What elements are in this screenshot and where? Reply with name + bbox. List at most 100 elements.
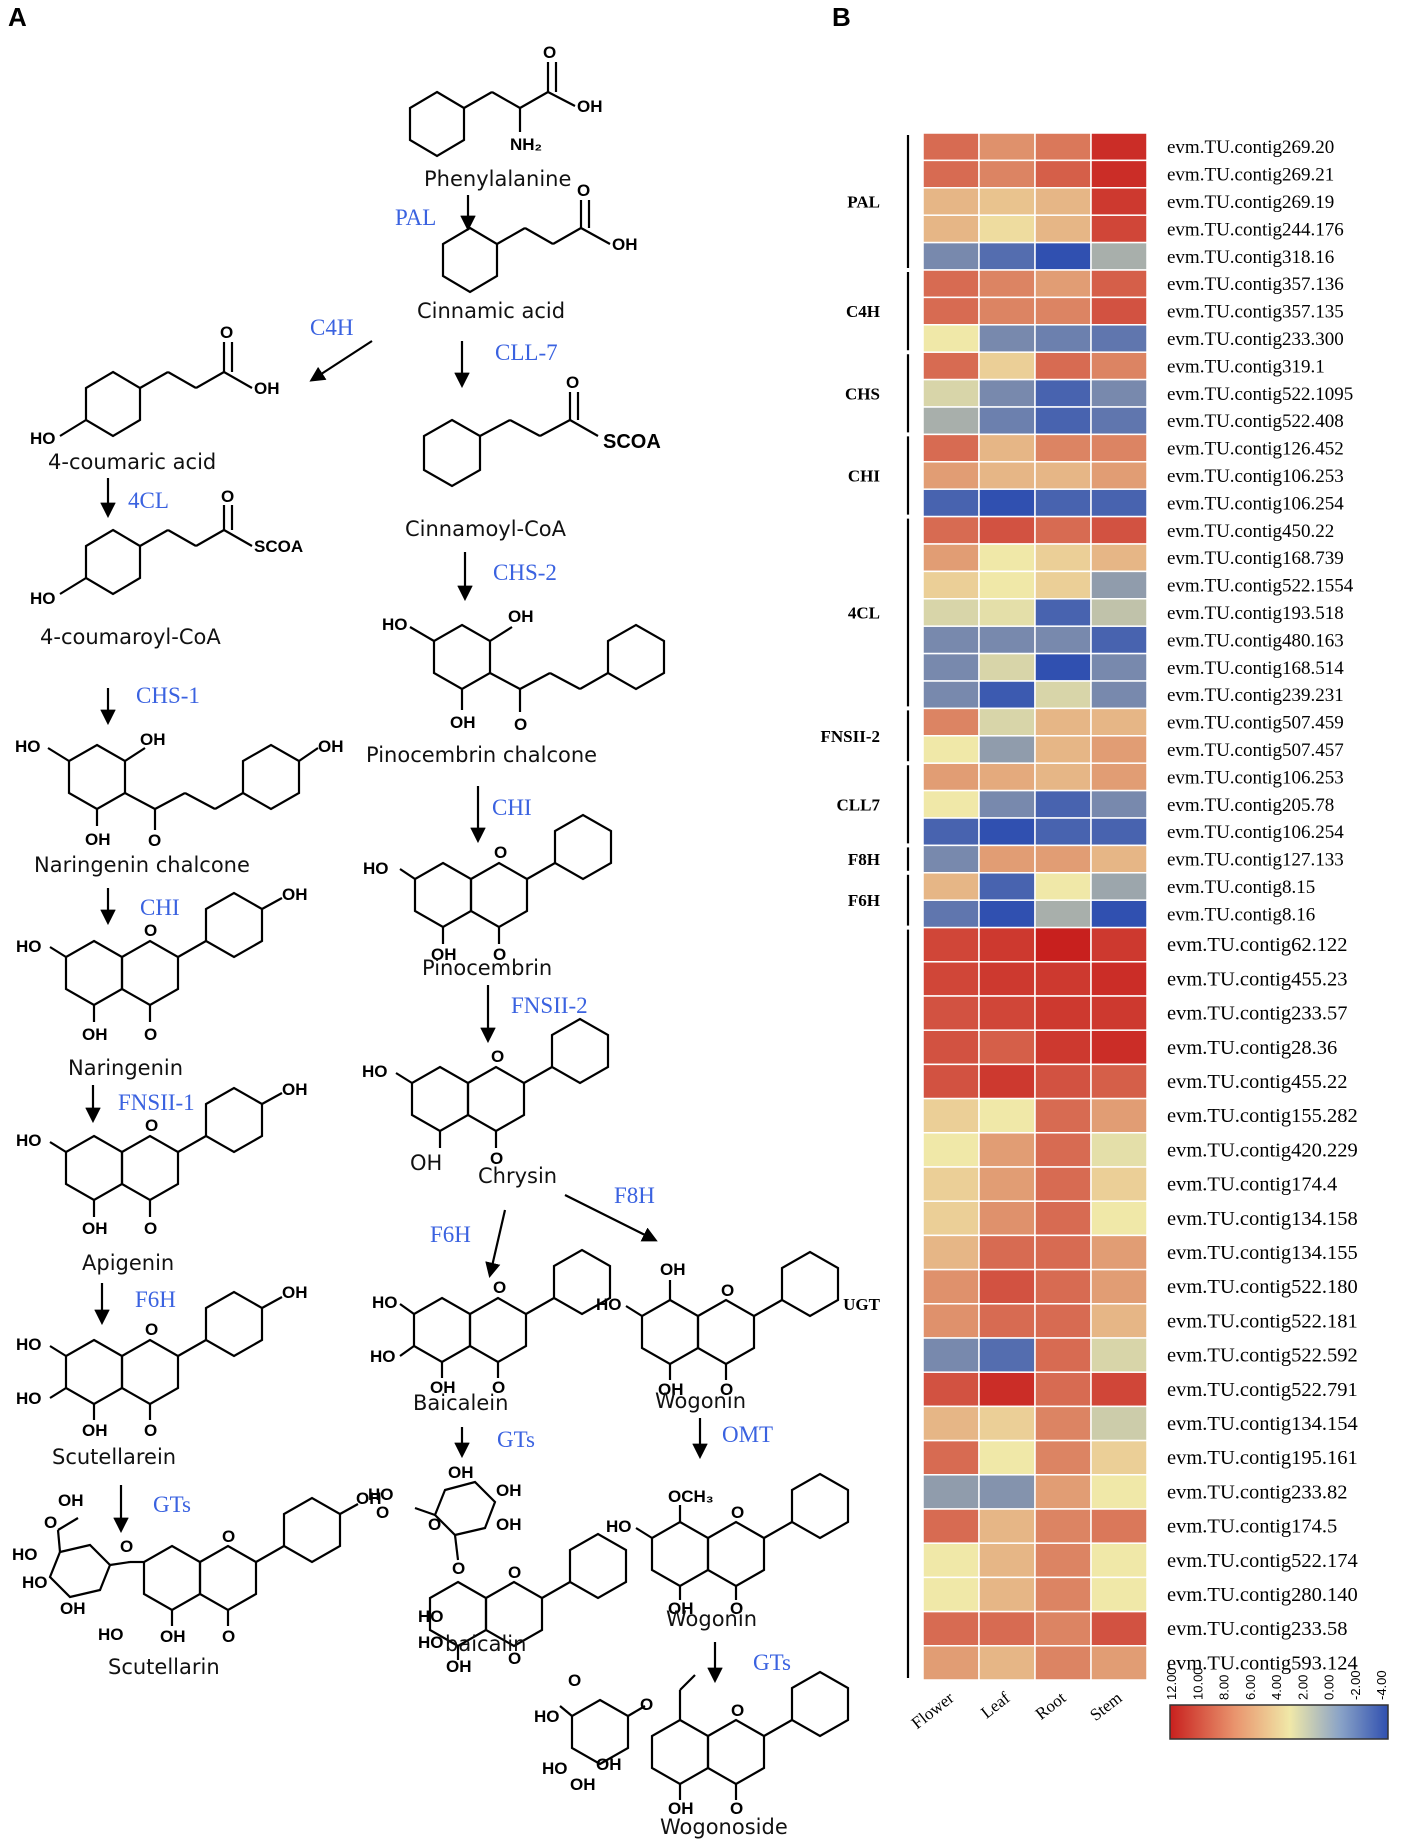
heatmap-cell <box>978 680 1036 710</box>
4-coumaric-acid-structure: O OH HO <box>30 323 280 448</box>
svg-text:HO: HO <box>22 1573 48 1592</box>
colorbar-tick: -2.00 <box>1348 1670 1363 1700</box>
gene-label: evm.TU.contig450.22 <box>1167 521 1334 542</box>
svg-text:O: O <box>144 1025 157 1044</box>
svg-text:OH: OH <box>660 1260 686 1279</box>
svg-text:OH: OH <box>431 945 457 964</box>
svg-text:OH: OH <box>82 1025 108 1044</box>
pinocembrin-structure: HO O OH O <box>363 813 613 964</box>
heatmap-cell <box>922 1542 980 1579</box>
heatmap-cell <box>978 926 1036 963</box>
heatmap-cell <box>922 1337 980 1373</box>
svg-text:O: O <box>731 1503 744 1522</box>
heatmap-cell <box>1090 735 1148 764</box>
gene-label: evm.TU.contig62.122 <box>1167 934 1348 956</box>
wogonoside-structure: O HO HO OH OH O O OH O <box>534 1670 850 1818</box>
svg-text:OH: OH <box>318 737 344 756</box>
gene-label: evm.TU.contig522.181 <box>1167 1310 1358 1332</box>
svg-text:HO: HO <box>542 1759 568 1778</box>
heatmap-cell <box>922 652 980 682</box>
heatmap-cell <box>978 789 1036 819</box>
heatmap-cell <box>978 1576 1036 1613</box>
gene-label: evm.TU.contig106.253 <box>1167 466 1344 487</box>
heatmap-cell <box>922 762 980 792</box>
heatmap-cell <box>1034 406 1092 436</box>
gene-label: evm.TU.contig155.282 <box>1167 1105 1358 1127</box>
svg-text:OH: OH <box>658 1380 684 1399</box>
heatmap-cell <box>1090 1371 1148 1408</box>
gene-label: evm.TU.contig319.1 <box>1167 356 1325 377</box>
heatmap-cell <box>978 961 1036 997</box>
group-label: CHI <box>848 467 881 486</box>
gene-label: evm.TU.contig522.180 <box>1167 1276 1358 1298</box>
svg-text:OH: OH <box>448 1463 474 1482</box>
heatmap-cell <box>1090 926 1148 963</box>
heatmap-cell <box>922 1610 980 1647</box>
svg-text:HO: HO <box>606 1517 632 1536</box>
heatmap-cell <box>922 1097 980 1134</box>
svg-text:O: O <box>492 1378 505 1397</box>
heatmap-cell <box>922 961 980 997</box>
gene-label: evm.TU.contig106.254 <box>1167 822 1344 843</box>
heatmap-cell <box>978 1610 1036 1647</box>
heatmap-cell <box>922 324 980 353</box>
heatmap-cell <box>922 1645 980 1681</box>
heatmap-cell <box>922 789 980 819</box>
gene-label: evm.TU.contig106.254 <box>1167 493 1344 514</box>
heatmap-cell <box>978 844 1036 874</box>
heatmap-cell <box>1090 872 1148 901</box>
svg-text:OH: OH <box>570 1775 596 1794</box>
heatmap-cell <box>1034 1063 1092 1100</box>
svg-text:O: O <box>221 487 234 506</box>
heatmap-cell <box>1034 899 1092 929</box>
svg-text:OH: OH <box>60 1599 86 1618</box>
heatmap-cell <box>1034 488 1092 518</box>
gene-label: evm.TU.contig106.253 <box>1167 767 1344 788</box>
heatmap-cell <box>922 488 980 518</box>
gene-label: evm.TU.contig269.21 <box>1167 165 1334 186</box>
heatmap-cell <box>1090 570 1148 600</box>
enzyme-omt: OMT <box>722 1422 773 1447</box>
svg-text:OH: OH <box>282 1080 308 1099</box>
svg-text:HO: HO <box>12 1545 38 1564</box>
heatmap-cell <box>1090 1234 1148 1271</box>
svg-text:HO: HO <box>372 1293 398 1312</box>
svg-text:HO: HO <box>363 859 389 878</box>
heatmap-cell <box>978 707 1036 737</box>
group-label: C4H <box>846 302 880 321</box>
heatmap-cell <box>922 1166 980 1202</box>
heatmap-cell <box>922 844 980 874</box>
heatmap-cell <box>978 872 1036 901</box>
svg-text:OH: OH <box>356 1489 382 1508</box>
heatmap-cell <box>922 570 980 600</box>
heatmap-cell <box>922 214 980 244</box>
column-label: Leaf <box>977 1688 1014 1722</box>
heatmap-cell <box>1034 1576 1092 1613</box>
heatmap-cell <box>1090 296 1148 326</box>
gene-label: evm.TU.contig280.140 <box>1167 1584 1358 1606</box>
compound-cinnamoyl-coa: Cinnamoyl-CoA <box>405 517 567 541</box>
heatmap-cell <box>1090 269 1148 299</box>
group-label: FNSII-2 <box>820 727 880 746</box>
heatmap-cell <box>978 187 1036 216</box>
heatmap-cell <box>978 1234 1036 1271</box>
wogonin-methyl-structure: OCH₃ HO O OH O <box>606 1472 850 1618</box>
heatmap-cell <box>922 1405 980 1442</box>
svg-text:O: O <box>490 1149 503 1168</box>
heatmap-cell <box>1090 1542 1148 1579</box>
svg-text:OH: OH <box>82 1421 108 1440</box>
scutellarein-structure: HO HO O OH O OH <box>16 1283 308 1440</box>
heatmap-cell <box>1034 995 1092 1031</box>
svg-text:O: O <box>730 1599 743 1618</box>
gene-label: evm.TU.contig233.300 <box>1167 329 1344 350</box>
svg-text:O: O <box>428 1515 441 1534</box>
heatmap-cell <box>1034 1132 1092 1168</box>
heatmap-cell <box>978 378 1036 408</box>
svg-text:O: O <box>566 373 579 392</box>
heatmap-cell <box>1034 1097 1092 1134</box>
svg-text:OH: OH <box>577 97 603 116</box>
heatmap-cell <box>922 241 980 271</box>
svg-text:OH: OH <box>85 830 111 849</box>
svg-text:OH: OH <box>160 1627 186 1646</box>
heatmap-cell <box>1090 214 1148 244</box>
